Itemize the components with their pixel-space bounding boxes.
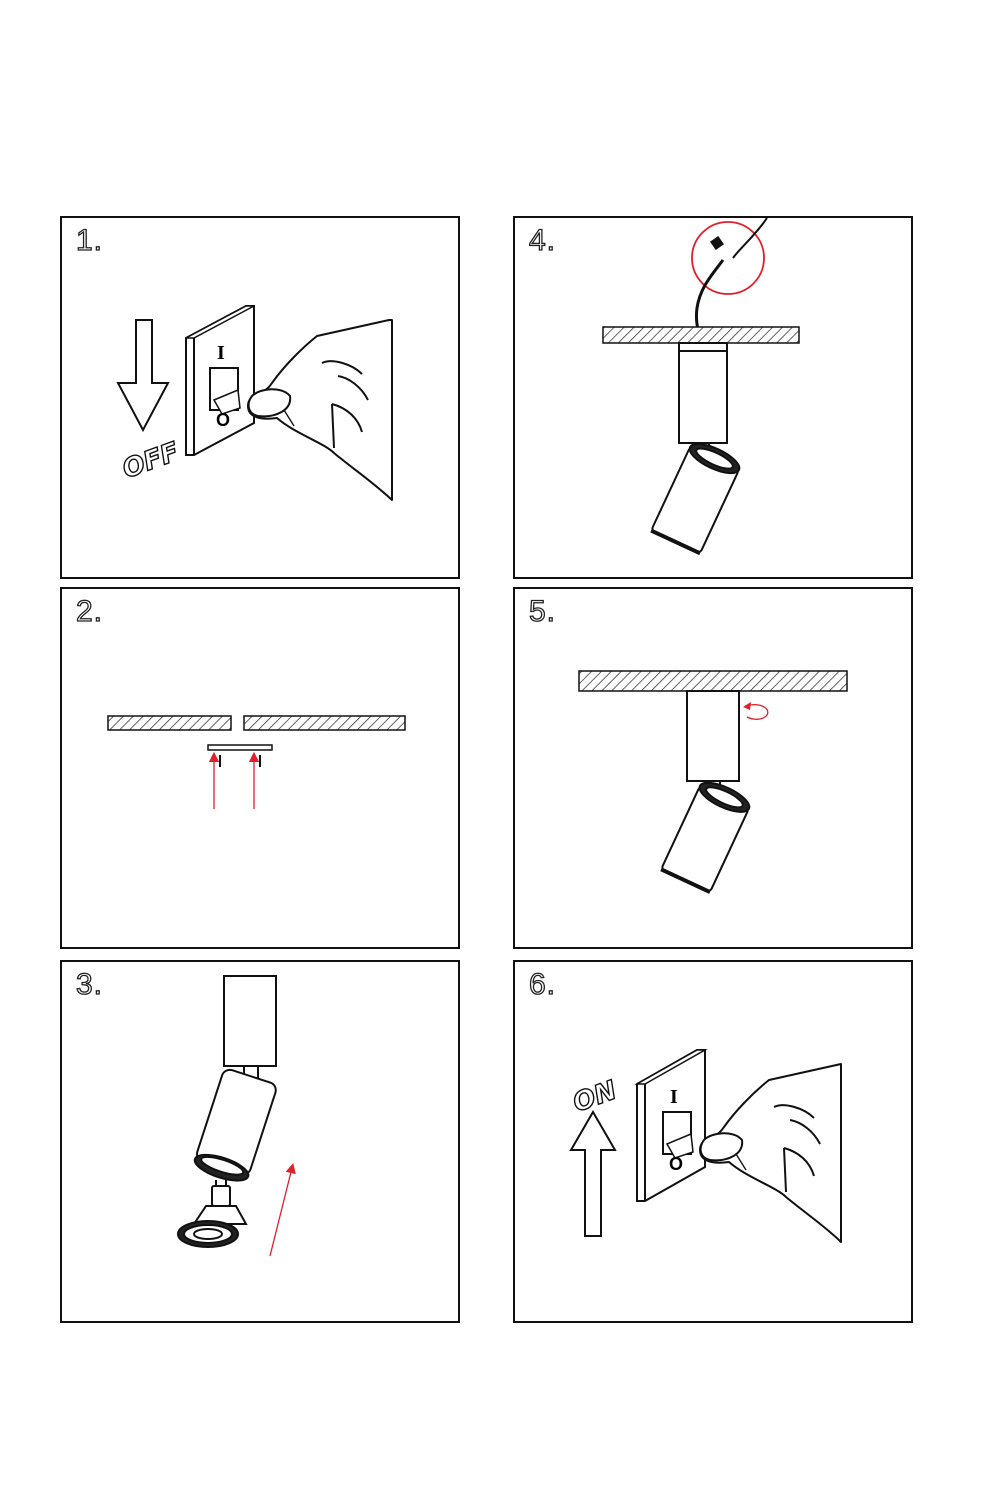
red-insert-arrow: [269, 1162, 296, 1257]
mounting-bracket: [207, 744, 273, 751]
step-3-number: 3.: [75, 967, 104, 1001]
step-3-illustration: [177, 975, 296, 1257]
step-2-illustration: [107, 715, 406, 809]
down-arrow-icon: [116, 319, 170, 433]
red-up-arrows: [208, 751, 260, 809]
step-5-number: 5.: [528, 594, 557, 628]
rotate-arrow-icon: [743, 702, 769, 720]
step-4-number: 4.: [528, 223, 557, 257]
step-2-panel: 2.: [60, 587, 460, 949]
spotlight-icon: [660, 690, 751, 894]
switch-on-mark: I: [670, 1086, 678, 1108]
step-1-panel: 1. OFF I O: [60, 216, 460, 579]
switch-off-mark: O: [216, 410, 231, 430]
up-arrow-icon: [569, 1110, 617, 1237]
screw-icon: [219, 755, 261, 767]
step-3-panel: 3.: [60, 960, 460, 1323]
hand-icon: [699, 1063, 842, 1243]
spotlight-icon: [650, 342, 741, 556]
ceiling-icon: [578, 670, 848, 692]
gu10-bulb-icon: [177, 1180, 248, 1248]
switch-off-mark: O: [669, 1154, 684, 1174]
step-1-number: 1.: [75, 223, 104, 257]
step-6-illustration: [569, 1049, 842, 1243]
step-4-panel: 4.: [513, 216, 913, 579]
step-2-number: 2.: [75, 594, 104, 628]
spotlight-icon: [193, 975, 277, 1182]
step-6-panel: 6. ON I O: [513, 960, 913, 1323]
ceiling-icon: [602, 326, 800, 344]
wall-switch-icon: [634, 1049, 708, 1202]
step-6-number: 6.: [528, 967, 557, 1001]
step-5-panel: 5.: [513, 587, 913, 949]
switch-on-mark: I: [217, 342, 225, 364]
wall-switch-icon: [185, 305, 255, 456]
step-5-illustration: [578, 670, 848, 894]
step-4-illustration: [602, 218, 800, 556]
hand-icon: [247, 319, 393, 501]
ceiling-icon: [107, 715, 406, 731]
step-1-illustration: [116, 305, 393, 501]
wire-connector-icon: [691, 218, 768, 344]
